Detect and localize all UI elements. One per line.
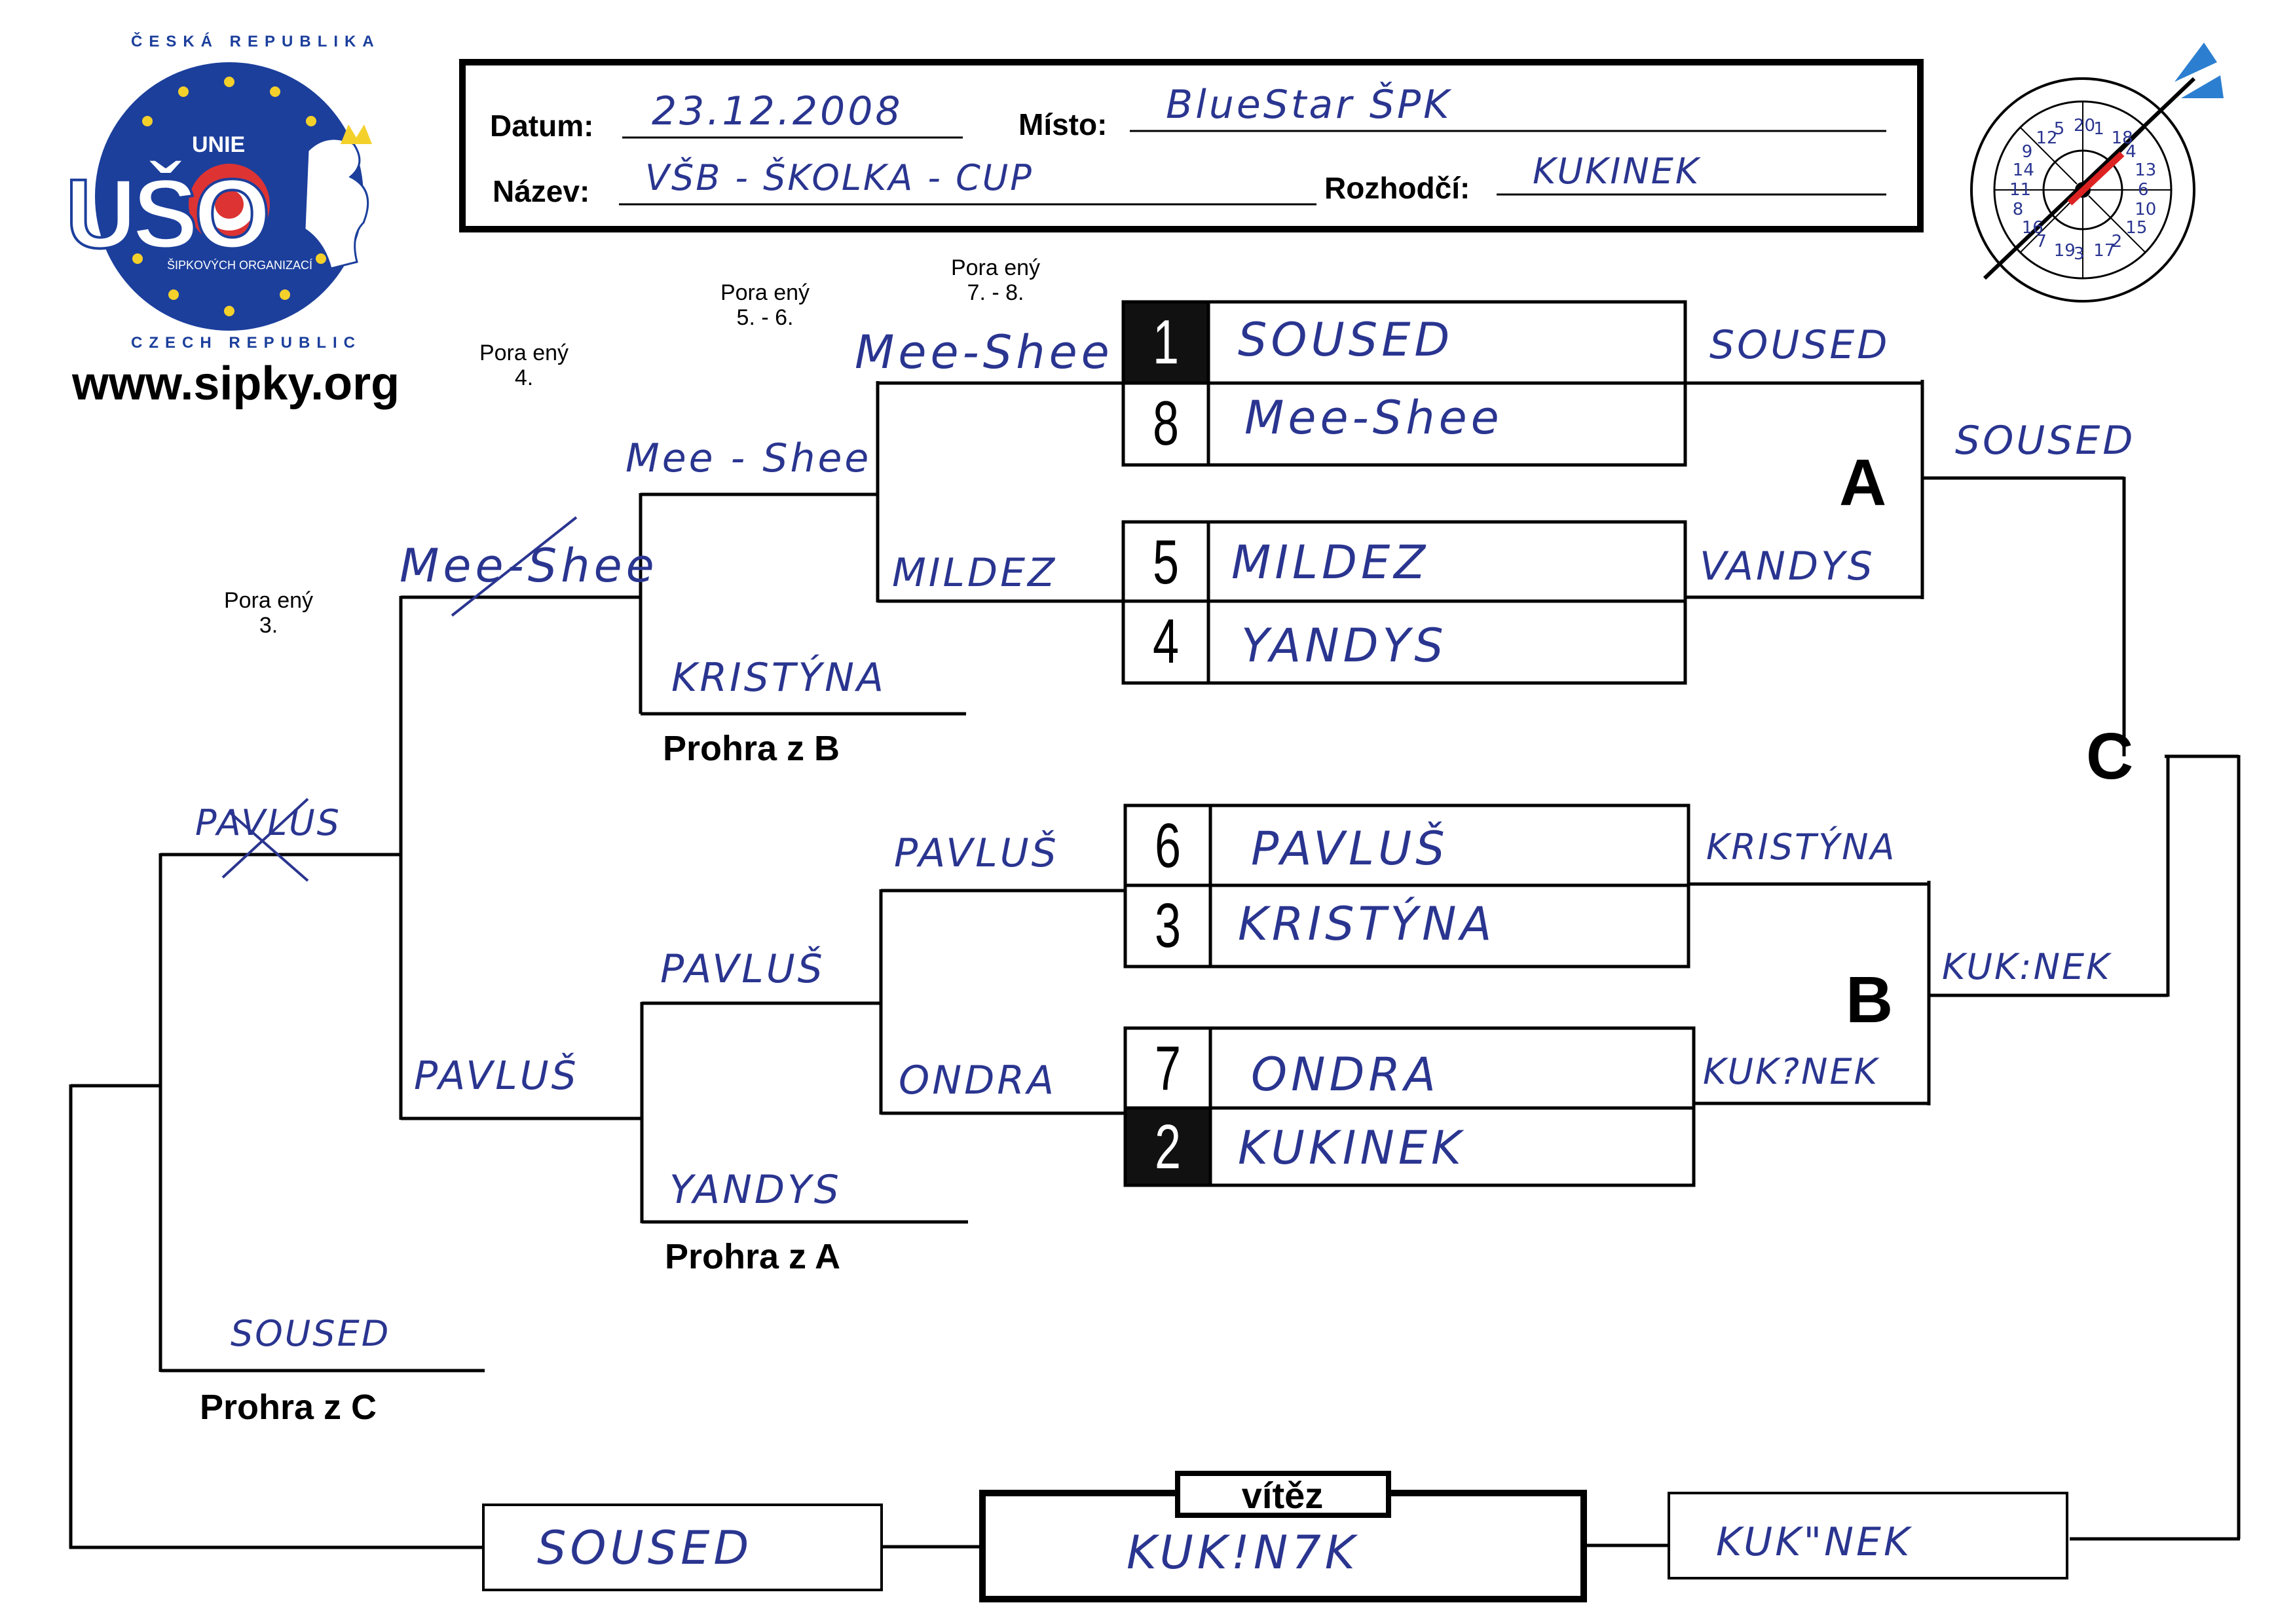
player-name[interactable]: KRISTÝNA bbox=[1238, 897, 1496, 951]
misto-value[interactable]: BlueStar ŠPK bbox=[1166, 82, 1452, 128]
loser-r3-top[interactable]: Mee-Shee bbox=[400, 539, 658, 593]
dartboard-number: 17 bbox=[2093, 241, 2116, 261]
winner-b[interactable]: KUK:NEK bbox=[1942, 946, 2112, 987]
dartboard-number: 11 bbox=[2009, 180, 2032, 200]
dartboard-graphic bbox=[1970, 43, 2224, 303]
loser-r1-top-a[interactable]: Mee-Shee bbox=[855, 325, 1113, 379]
group-label-b: B bbox=[1846, 963, 1894, 1037]
player-name[interactable]: KUKINEK bbox=[1238, 1121, 1465, 1175]
seed-number: 6 bbox=[1154, 811, 1182, 881]
player-name[interactable]: MILDEZ bbox=[1231, 536, 1430, 589]
loser-r2-top[interactable]: Mee - Shee bbox=[625, 435, 872, 481]
dartboard-number: 14 bbox=[2012, 160, 2034, 180]
dartboard-number: 8 bbox=[2012, 200, 2024, 220]
seed-number: 3 bbox=[1154, 891, 1182, 961]
seed-number: 8 bbox=[1152, 388, 1180, 458]
seed-number: 1 bbox=[1152, 307, 1180, 377]
dartboard-number: 3 bbox=[2074, 244, 2085, 264]
dartboard-number: 19 bbox=[2053, 241, 2076, 261]
dartboard-number: 12 bbox=[2036, 128, 2058, 148]
nazev-value[interactable]: VŠB - ŠKOLKA - CUP bbox=[645, 157, 1034, 198]
player-name[interactable]: Mee-Shee bbox=[1244, 391, 1503, 445]
dartboard-number: 18 bbox=[2111, 128, 2133, 148]
group-label-a: A bbox=[1839, 446, 1887, 519]
datum-value[interactable]: 23.12.2008 bbox=[652, 88, 903, 134]
logo-top-text: ČESKÁ REPUBLIKA bbox=[131, 33, 381, 50]
loser-r3-bot[interactable]: PAVLUŠ bbox=[414, 1053, 579, 1099]
prohra-z-a-label: Prohra z A bbox=[665, 1237, 841, 1276]
logo-letters: UŠO bbox=[64, 157, 272, 270]
player-name[interactable]: PAVLUŠ bbox=[1251, 822, 1449, 876]
logo-bottom-text: CZECH REPUBLIC bbox=[131, 334, 362, 352]
group-label-c: C bbox=[2086, 720, 2134, 793]
seed-number: 2 bbox=[1154, 1112, 1182, 1182]
dartboard-number: 2 bbox=[2111, 232, 2123, 252]
final-winner-name[interactable]: KUK!N7K bbox=[1127, 1526, 1359, 1579]
loser-r2-top-drop[interactable]: KRISTÝNA bbox=[671, 655, 887, 701]
datum-label: Datum: bbox=[490, 109, 594, 143]
dartboard-number: 9 bbox=[2021, 142, 2033, 162]
winner-a[interactable]: SOUSED bbox=[1955, 418, 2136, 464]
winner-r1-m2[interactable]: VANDYS bbox=[1700, 544, 1875, 589]
rozhodci-value[interactable]: KUKINEK bbox=[1533, 151, 1701, 192]
loser-r2-bot-drop[interactable]: YANDYS bbox=[669, 1167, 842, 1213]
dartboard-number: 10 bbox=[2135, 200, 2157, 220]
dartboard-number: 1 bbox=[2093, 119, 2104, 139]
nazev-label: Název: bbox=[493, 174, 590, 208]
player-name[interactable]: YANDYS bbox=[1241, 619, 1447, 673]
dartboard-number: 5 bbox=[2053, 119, 2065, 139]
dartboard-number: 15 bbox=[2125, 217, 2148, 238]
seed-number: 5 bbox=[1152, 527, 1180, 597]
dartboard-number: 13 bbox=[2135, 160, 2157, 180]
misto-label: Místo: bbox=[1018, 107, 1108, 141]
dartboard-number: 20 bbox=[2074, 116, 2096, 136]
dartboard-number: 16 bbox=[2021, 217, 2043, 238]
winner-r1-m1[interactable]: SOUSED bbox=[1709, 322, 1890, 368]
loser-r2-bot[interactable]: PAVLUŠ bbox=[660, 946, 825, 992]
seed-number: 4 bbox=[1152, 606, 1180, 676]
uso-logo bbox=[62, 26, 397, 361]
vitez-label: vítěz bbox=[1241, 1475, 1324, 1516]
logo-unie: UNIE bbox=[192, 132, 246, 157]
logo-inner-text: ŠIPKOVÝCH ORGANIZACÍ bbox=[167, 259, 313, 272]
prohra-z-c-label: Prohra z C bbox=[200, 1388, 377, 1427]
dartboard-number: 4 bbox=[2125, 142, 2136, 162]
player-name[interactable]: SOUSED bbox=[1238, 313, 1454, 367]
rozhodci-label: Rozhodčí: bbox=[1324, 171, 1470, 205]
winner-r1-m4[interactable]: KUK?NEK bbox=[1703, 1051, 1879, 1092]
seed-number: 7 bbox=[1154, 1033, 1182, 1103]
prohra-z-b-label: Prohra z B bbox=[663, 729, 840, 768]
winner-r1-m3[interactable]: KRISTÝNA bbox=[1706, 826, 1897, 868]
loser-r1-top-b[interactable]: MILDEZ bbox=[892, 550, 1058, 596]
website-link[interactable]: www.sipky.org bbox=[72, 358, 400, 410]
final-right-name[interactable]: KUK"NEK bbox=[1716, 1519, 1912, 1565]
loser-r4-drop[interactable]: SOUSED bbox=[231, 1313, 391, 1354]
dartboard-number: 6 bbox=[2138, 180, 2149, 200]
player-name[interactable]: ONDRA bbox=[1251, 1048, 1440, 1101]
loser-r4[interactable]: PAVLUS bbox=[195, 802, 341, 843]
loser-r1-bot-a[interactable]: PAVLUŠ bbox=[894, 830, 1059, 876]
header-box bbox=[459, 59, 1924, 232]
dartboard-number: 7 bbox=[2036, 232, 2047, 252]
final-left-name[interactable]: SOUSED bbox=[537, 1521, 753, 1575]
loser-r1-bot-b[interactable]: ONDRA bbox=[899, 1058, 1057, 1103]
